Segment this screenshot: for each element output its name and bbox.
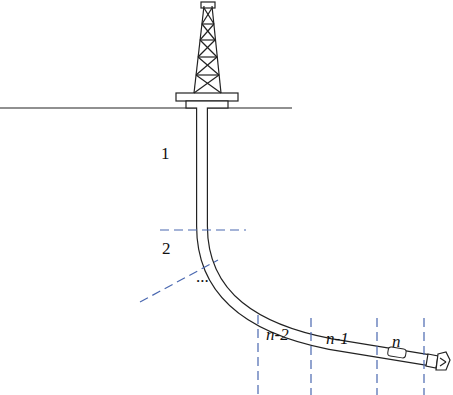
drill-bit bbox=[426, 352, 450, 370]
segment-label: 1 bbox=[161, 145, 170, 162]
segment-label: n bbox=[392, 333, 401, 350]
segment-label: n-2 bbox=[266, 326, 289, 343]
rig-base bbox=[176, 93, 238, 101]
rig-floor bbox=[186, 101, 228, 108]
derrick bbox=[194, 2, 221, 93]
segment-label: ... bbox=[196, 268, 209, 285]
segment-label: 2 bbox=[162, 240, 171, 257]
ground-line bbox=[0, 107, 292, 108]
segment-label: n-1 bbox=[326, 330, 349, 347]
wellbore-inner bbox=[202, 107, 428, 360]
wellbore-outline bbox=[202, 108, 428, 360]
segment-boundary bbox=[140, 230, 424, 395]
